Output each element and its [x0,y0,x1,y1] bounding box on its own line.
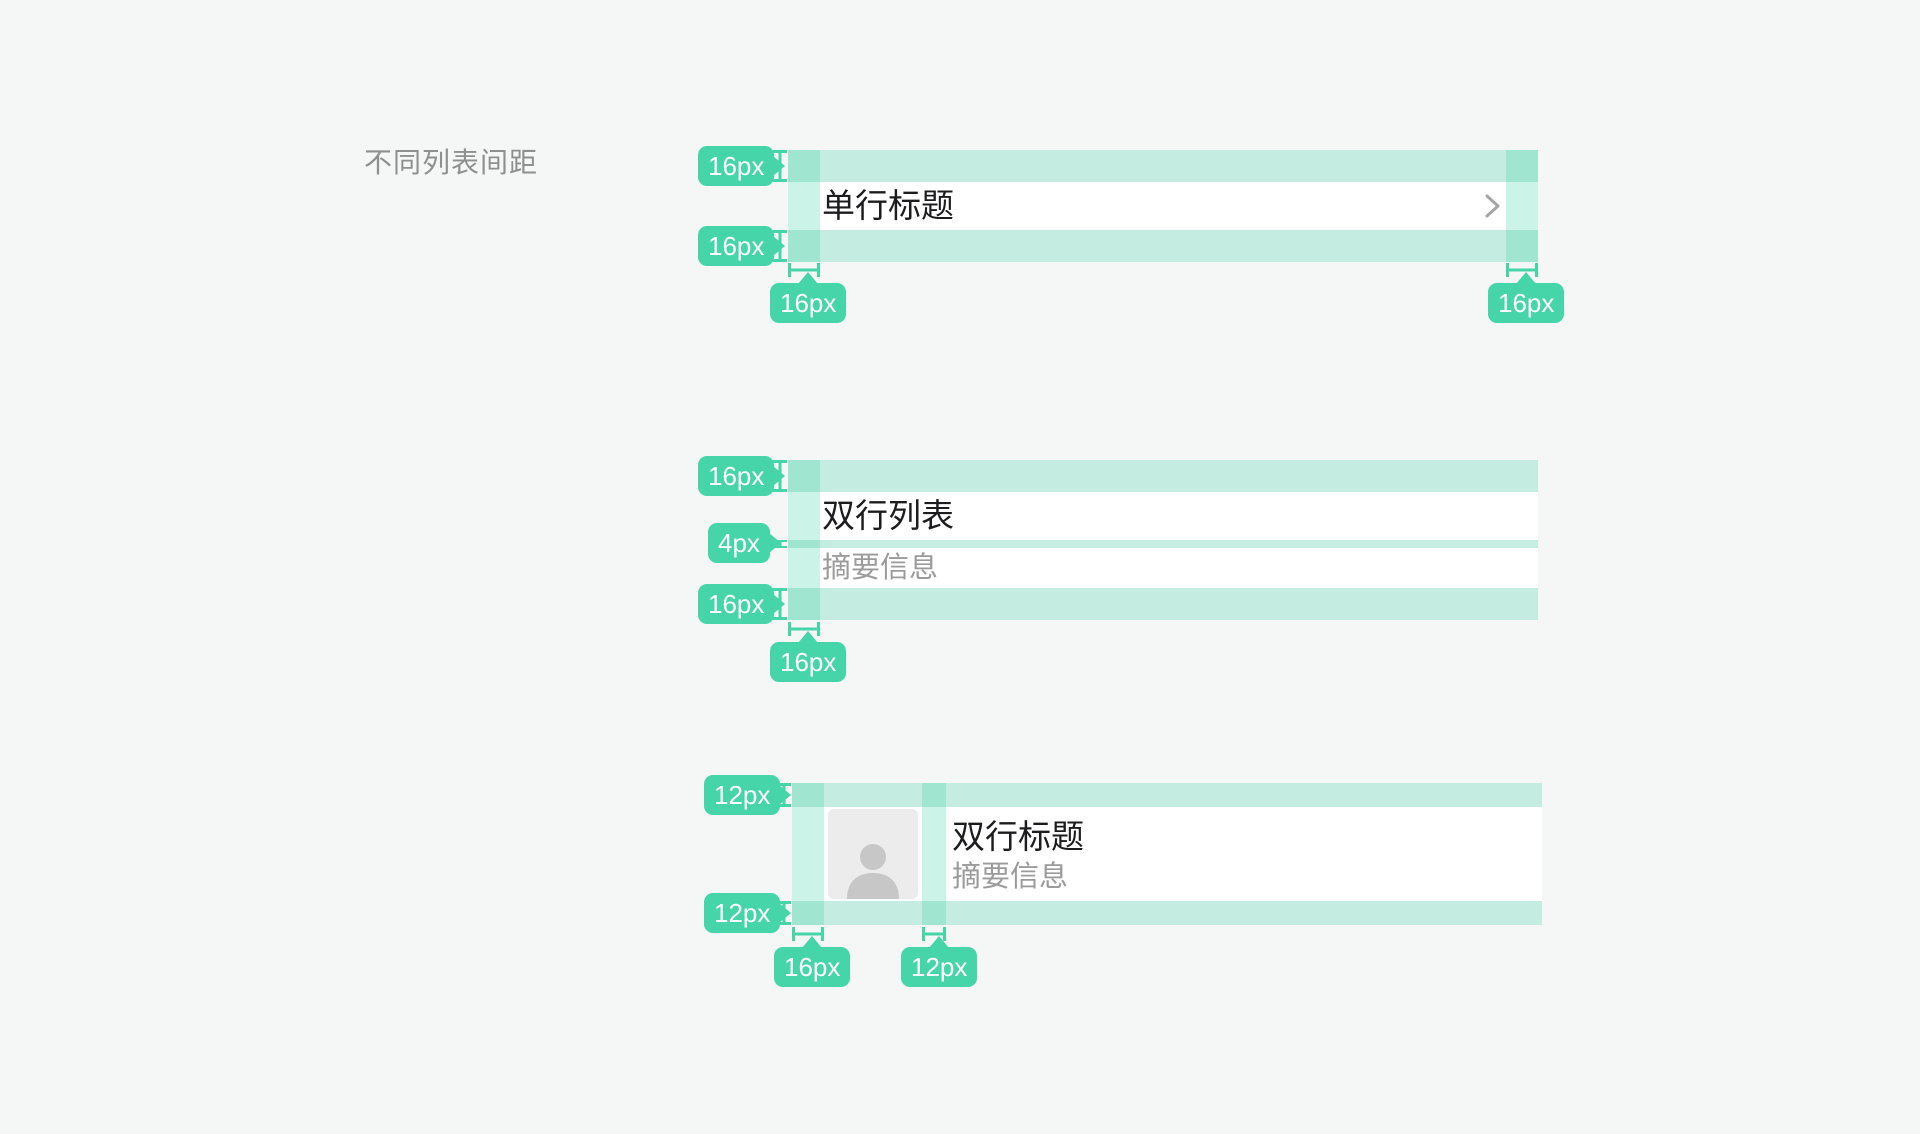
padding-band-bottom [792,901,1542,925]
example-single-line-list: 单行标题 [788,150,1538,262]
measure-badge-bottom: 12px [704,893,792,933]
padding-strip-left [792,783,824,925]
measure-badge-left: 16px [770,631,847,682]
measure-badge-between: 4px [708,523,781,563]
measure-badge-left: 16px [770,272,847,323]
padding-band-top [788,150,1538,182]
measure-ibeam-top [773,460,787,492]
padding-band-between [788,540,1538,548]
padding-strip-left [788,150,820,262]
measure-badge-left: 16px [774,936,851,987]
measure-ibeam-bottom [773,588,787,620]
list-item: 双行标题 摘要信息 [792,807,1542,901]
measure-hbeam-left [792,927,824,941]
list-item-title: 单行标题 [822,187,954,224]
avatar-person-icon [847,844,899,899]
list-item-subtitle: 摘要信息 [822,552,939,584]
padding-strip-avatar-gap [922,783,946,925]
measure-ibeam-bottom [777,901,791,925]
avatar [828,809,918,899]
measure-badge-bottom: 16px [698,226,786,266]
list-item-title: 双行标题 [952,818,1084,855]
list-item-subtitle-row: 摘要信息 [788,548,1538,588]
measure-hbeam-left [788,263,820,277]
padding-strip-left [788,460,820,620]
measure-hbeam-avatar-gap [922,927,946,941]
measure-badge-bottom: 16px [698,584,786,624]
section-title: 不同列表间距 [364,147,539,178]
padding-band-bottom [788,230,1538,262]
measure-ibeam-top [777,783,791,807]
list-item-title-row: 双行列表 [788,492,1538,540]
measure-badge-top: 16px [698,456,786,496]
measure-ibeam-top [773,150,787,182]
measure-badge-top: 12px [704,775,792,815]
measure-badge-right: 16px [1488,272,1565,323]
measure-ibeam-bottom [773,230,787,262]
list-item-title: 双行列表 [822,497,954,534]
example-avatar-list: 双行标题 摘要信息 [792,783,1542,925]
padding-strip-right [1506,150,1538,262]
measure-badge-avatar-gap: 12px [901,936,978,987]
measure-hbeam-right [1506,263,1538,277]
padding-band-bottom [788,588,1538,620]
measure-ibeam-between [773,540,787,548]
measure-hbeam-left [788,622,820,636]
measure-badge-top: 16px [698,146,786,186]
padding-band-top [788,460,1538,492]
padding-band-top [792,783,1542,807]
chevron-right-icon [1485,194,1500,218]
list-item-subtitle: 摘要信息 [952,861,1069,893]
list-item: 单行标题 [788,182,1538,230]
example-two-line-list: 双行列表 摘要信息 [788,460,1538,620]
